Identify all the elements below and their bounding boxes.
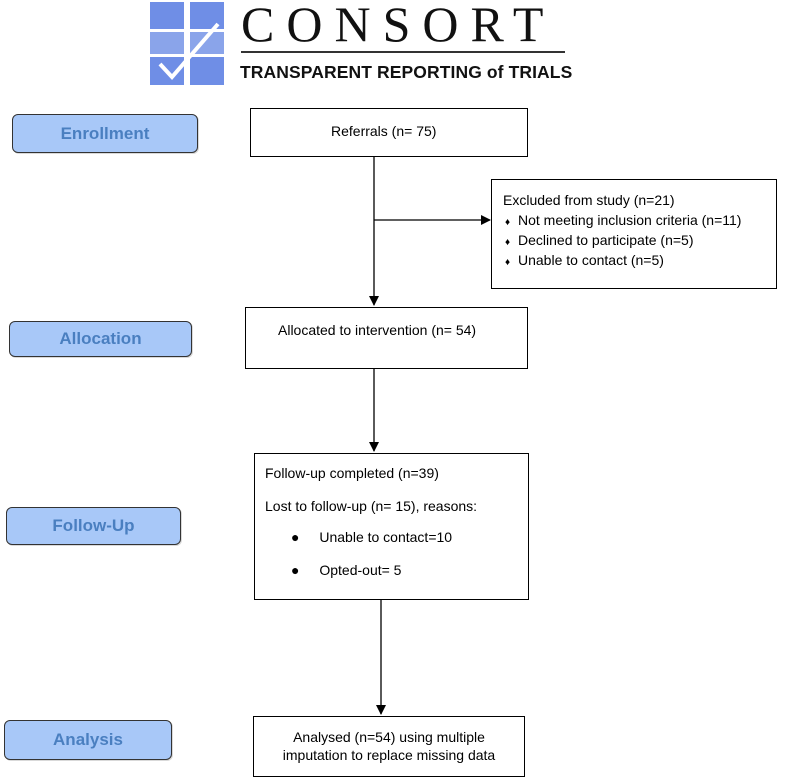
round-bullet-icon: ● [291,562,300,578]
allocated-box: Allocated to intervention (n= 54) [245,307,528,369]
excluded-item: ♦ Not meeting inclusion criteria (n=11) [505,212,741,228]
logo-divider [241,51,565,53]
followup-reason: ● Opted-out= 5 [291,562,401,578]
excluded-item-text: Not meeting inclusion criteria (n=11) [518,212,742,228]
stage-enrollment: Enrollment [12,114,198,153]
excluded-box: Excluded from study (n=21) ♦ Not meeting… [491,179,777,289]
stage-analysis: Analysis [4,720,172,760]
followup-reason-text: Unable to contact=10 [319,529,453,545]
followup-lost: Lost to follow-up (n= 15), reasons: [265,498,478,514]
stage-followup: Follow-Up [6,507,181,545]
diamond-bullet-icon: ♦ [505,217,511,228]
excluded-item: ♦ Unable to contact (n=5) [505,252,664,268]
round-bullet-icon: ● [291,529,300,545]
excluded-item: ♦ Declined to participate (n=5) [505,232,694,248]
logo-subtitle: TRANSPARENT REPORTING of TRIALS [240,62,573,82]
referrals-text: Referrals (n= 75) [331,123,437,139]
followup-reason-text: Opted-out= 5 [319,562,402,578]
allocated-text: Allocated to intervention (n= 54) [278,322,477,338]
diamond-bullet-icon: ♦ [505,237,511,248]
followup-completed: Follow-up completed (n=39) [265,465,439,481]
excluded-item-text: Declined to participate (n=5) [518,232,694,248]
analysed-box: Analysed (n=54) using multiple imputatio… [253,716,525,777]
referrals-box: Referrals (n= 75) [250,108,528,157]
excluded-title: Excluded from study (n=21) [503,192,675,208]
analysed-line-2: imputation to replace missing data [282,747,496,763]
stage-allocation: Allocation [9,321,192,357]
followup-reason: ● Unable to contact=10 [291,529,452,545]
consort-logo-icon [150,2,224,85]
excluded-item-text: Unable to contact (n=5) [518,252,664,268]
logo-title: CONSORT [241,0,556,52]
diamond-bullet-icon: ♦ [505,257,511,268]
followup-box: Follow-up completed (n=39) Lost to follo… [254,453,529,600]
analysed-line-1: Analysed (n=54) using multiple [293,729,485,745]
